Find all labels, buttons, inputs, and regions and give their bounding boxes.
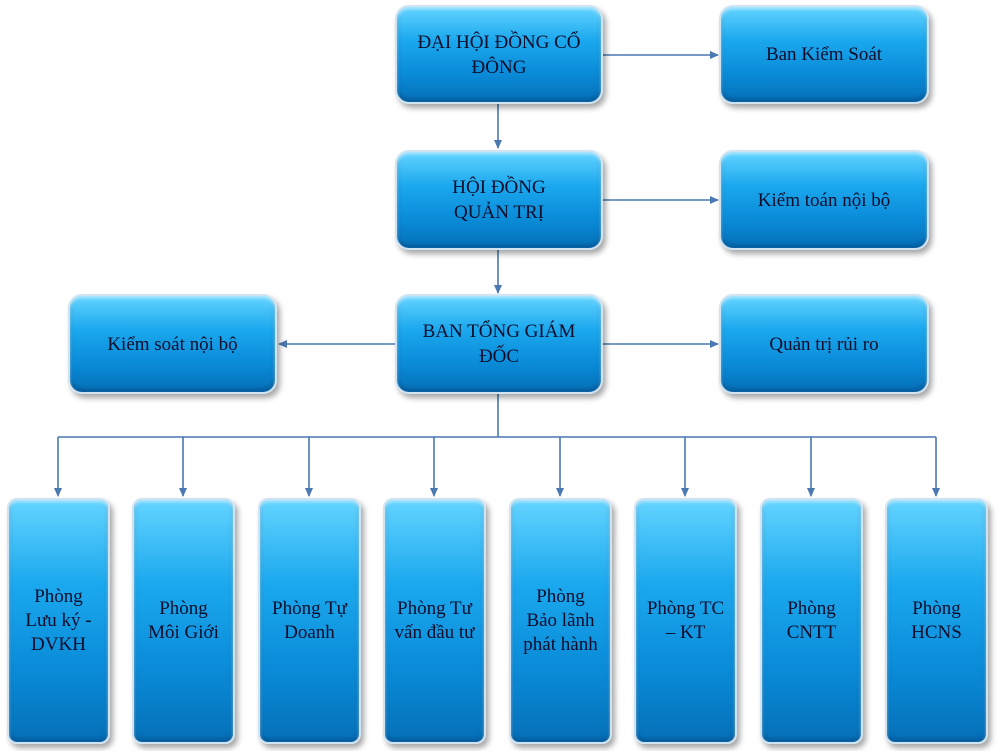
- dept-cntt: Phòng CNTT: [760, 498, 863, 744]
- node-kiem-soat-noi-bo: Kiểm soát nội bộ: [68, 294, 277, 394]
- dept-bao-lanh-phat-hanh: Phòng Bảo lãnh phát hành: [509, 498, 612, 744]
- dept-tu-van-dau-tu: Phòng Tư vấn đầu tư: [383, 498, 486, 744]
- dept-tc-kt: Phòng TC – KT: [634, 498, 737, 744]
- node-label: BAN TỔNG GIÁM ĐỐC: [422, 321, 576, 367]
- dept-label: Phòng HCNS: [911, 598, 962, 643]
- node-dai-hoi-dong-co-dong: ĐẠI HỘI ĐỒNG CỔ ĐÔNG: [395, 5, 603, 104]
- dept-label: Phòng Tự Doanh: [272, 598, 347, 643]
- node-label: Kiểm toán nội bộ: [757, 189, 891, 211]
- node-label: Ban Kiểm Soát: [765, 44, 883, 65]
- node-label: Kiểm soát nội bộ: [107, 333, 238, 355]
- node-kiem-toan-noi-bo: Kiểm toán nội bộ: [719, 150, 929, 250]
- node-label: HỘI ĐỒNG QUẢN TRỊ: [452, 177, 546, 223]
- dept-tu-doanh: Phòng Tự Doanh: [258, 498, 361, 744]
- node-quan-tri-rui-ro: Quản trị rủi ro: [719, 294, 929, 394]
- dept-label: Phòng Bảo lãnh phát hành: [523, 586, 598, 655]
- dept-luu-ky-dvkh: Phòng Lưu ký - DVKH: [7, 498, 110, 744]
- dept-label: Phòng Tư vấn đầu tư: [394, 598, 475, 643]
- node-ban-tong-giam-doc: BAN TỔNG GIÁM ĐỐC: [395, 294, 603, 394]
- node-ban-kiem-soat: Ban Kiểm Soát: [719, 5, 929, 104]
- node-hoi-dong-quan-tri: HỘI ĐỒNG QUẢN TRỊ: [395, 150, 603, 250]
- dept-label: Phòng TC – KT: [646, 598, 725, 643]
- node-label: Quản trị rủi ro: [769, 333, 879, 355]
- dept-moi-gioi: Phòng Môi Giới: [132, 498, 235, 744]
- node-label: ĐẠI HỘI ĐỒNG CỔ ĐÔNG: [417, 31, 581, 78]
- dept-label: Phòng Môi Giới: [148, 598, 219, 643]
- dept-label: Phòng CNTT: [786, 598, 837, 643]
- dept-hcns: Phòng HCNS: [885, 498, 988, 744]
- dept-label: Phòng Lưu ký - DVKH: [25, 586, 92, 655]
